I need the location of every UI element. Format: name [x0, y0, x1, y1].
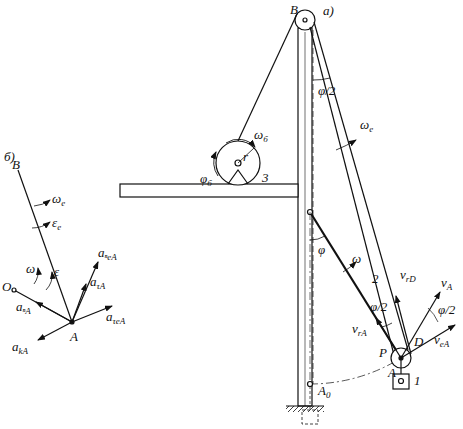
figure-label: O: [2, 280, 11, 293]
figure-label: D: [414, 335, 423, 348]
figure-label: φ/2: [370, 300, 387, 313]
figure-label: aⁿA: [16, 300, 31, 313]
figure-label: φ/2: [318, 84, 335, 97]
figure-label: а): [323, 4, 334, 17]
figure-label: ωe: [52, 192, 65, 205]
figure-label: εe: [52, 216, 61, 229]
figure-label: ε: [54, 265, 59, 278]
figure-label: ωб: [254, 128, 268, 141]
figure-label: ω: [352, 252, 361, 265]
figure-label: ωe: [360, 118, 373, 131]
figure-label: vA: [441, 276, 452, 289]
figure-label: 1: [414, 374, 421, 387]
figure-label: veA: [434, 333, 449, 346]
figure-label: aτeA: [106, 310, 125, 323]
figure-label: B: [12, 158, 20, 171]
figure-label: A: [70, 330, 78, 343]
figure-label: ω: [26, 262, 35, 275]
figure-label: A0: [318, 384, 330, 397]
figure-label: A: [388, 366, 396, 379]
figure-label: 2: [372, 272, 379, 285]
figure-label: φб: [200, 172, 212, 185]
figure-label: aⁿeA: [98, 246, 117, 259]
figure-label: aτA: [90, 275, 105, 288]
figure-label: B: [290, 3, 298, 16]
figure-label: vrA: [352, 322, 367, 335]
figure-label: P: [379, 346, 387, 359]
figure-label: φ: [318, 243, 325, 256]
figure-label: φ/2: [438, 303, 455, 316]
figure-label: akA: [12, 340, 28, 353]
figure-label: r: [243, 150, 248, 163]
figure-label: 3: [262, 171, 269, 184]
figure-label: vrD: [400, 268, 416, 281]
